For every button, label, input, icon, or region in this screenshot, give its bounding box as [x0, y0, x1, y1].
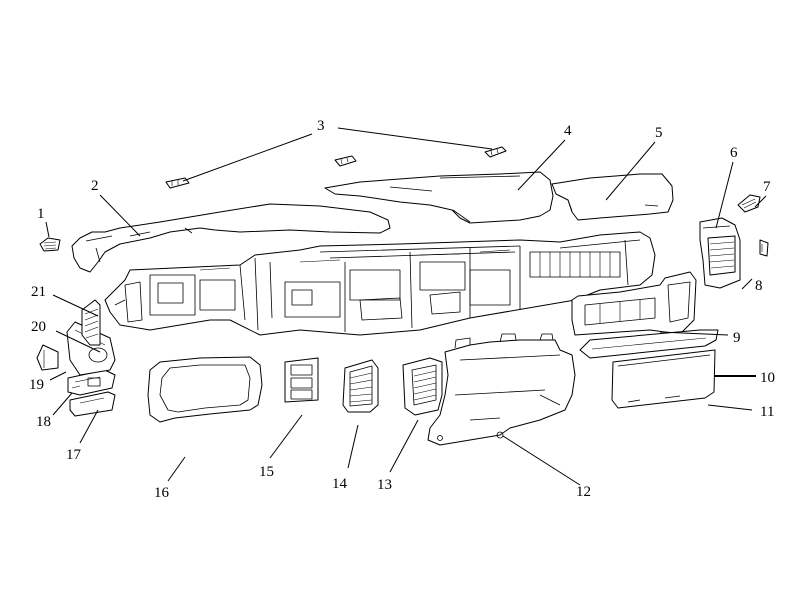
callout-8: 8 [755, 278, 763, 294]
callout-21: 21 [31, 284, 46, 300]
callout-14: 14 [332, 476, 348, 492]
callout-3: 3 [317, 118, 325, 134]
callout-16: 16 [154, 485, 170, 501]
part-1 [39, 237, 61, 252]
part-6 [699, 217, 741, 289]
leader-line-11 [707, 404, 753, 411]
leader-line-19 [49, 371, 67, 381]
part-7 [737, 194, 761, 213]
leader-line-21 [52, 294, 99, 317]
part-12 [427, 333, 576, 446]
part-18 [67, 369, 116, 396]
callout-15: 15 [259, 464, 274, 480]
part-11 [611, 349, 716, 409]
part-19 [36, 344, 59, 371]
leader-line-4 [517, 139, 566, 191]
callout-6: 6 [730, 145, 738, 161]
callout-11: 11 [760, 404, 774, 420]
callout-9: 9 [733, 330, 741, 346]
leader-line-12 [502, 435, 581, 486]
callout-labels: 1 2 3 4 5 6 7 8 9 10 11 12 13 14 15 16 1… [29, 118, 775, 501]
callout-4: 4 [564, 123, 572, 139]
leader-line-7 [754, 195, 767, 208]
leader-line-16 [167, 456, 186, 482]
callout-12: 12 [576, 484, 591, 500]
leader-line-14 [347, 424, 359, 469]
callout-20: 20 [31, 319, 46, 335]
callout-5: 5 [655, 125, 663, 141]
leader-line-18 [52, 392, 73, 416]
leader-line-20 [55, 330, 101, 353]
callout-19: 19 [29, 377, 44, 393]
leader-line-3a [182, 133, 313, 182]
part-9 [571, 271, 697, 336]
callout-10: 10 [760, 370, 775, 386]
callout-17: 17 [66, 447, 82, 463]
callout-7: 7 [763, 179, 771, 195]
leader-line-15 [269, 414, 303, 459]
leader-line-17 [79, 409, 99, 444]
callout-1: 1 [37, 206, 45, 222]
part-14 [342, 359, 379, 413]
leader-line-3b [337, 127, 493, 150]
part-4 [324, 171, 554, 224]
part-5 [551, 173, 674, 221]
part-13 [402, 357, 443, 416]
dashboard-frame [104, 231, 656, 336]
part-17 [69, 391, 116, 417]
leader-line-6 [715, 161, 734, 229]
part-15 [284, 357, 319, 403]
leader-line-1 [45, 221, 50, 238]
leader-line-8 [741, 278, 753, 290]
part-8 [759, 239, 769, 257]
part-21 [81, 299, 101, 346]
callout-13: 13 [377, 477, 392, 493]
callout-2: 2 [91, 178, 99, 194]
leader-line-13 [389, 419, 419, 473]
part-2 [71, 203, 391, 273]
leader-line-5 [605, 141, 656, 201]
leader-lines [45, 127, 767, 486]
part-16 [147, 356, 263, 423]
leader-line-9 [659, 331, 729, 336]
leader-line-2 [99, 194, 141, 237]
callout-18: 18 [36, 414, 51, 430]
